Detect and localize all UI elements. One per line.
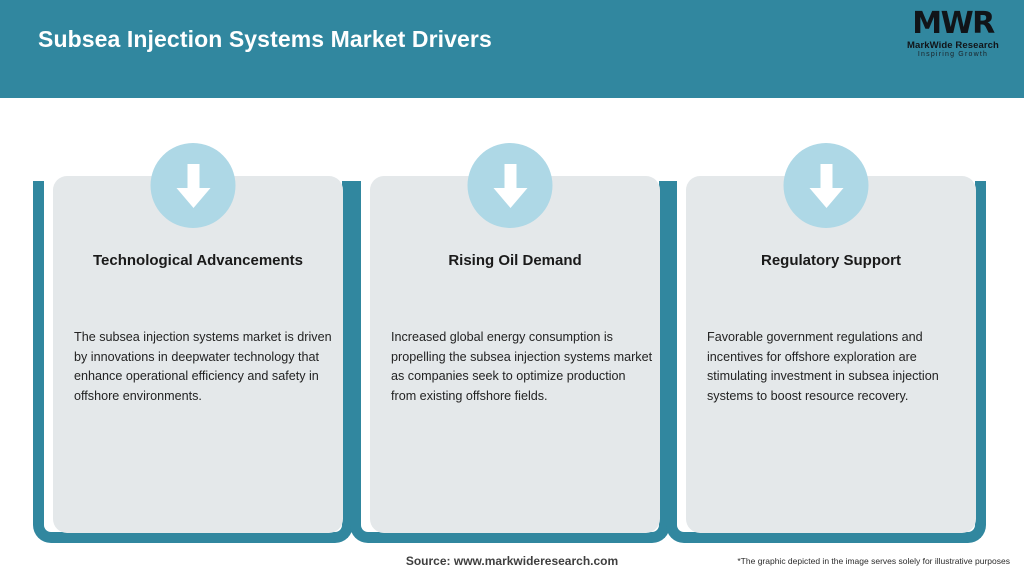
page-title: Subsea Injection Systems Market Drivers	[38, 26, 492, 52]
driver-card: Rising Oil Demand Increased global energ…	[350, 143, 670, 543]
header-band: Subsea Injection Systems Market Drivers …	[0, 0, 1024, 98]
down-arrow-icon	[467, 143, 553, 228]
card-body-text: The subsea injection systems market is d…	[74, 330, 332, 403]
card-body-text: Increased global energy consumption is p…	[391, 330, 653, 403]
card-frame-accent	[350, 181, 670, 543]
card-title: Technological Advancements	[92, 252, 304, 269]
logo-tagline: Inspiring Growth	[917, 51, 989, 58]
brand-logo: MWR MarkWide Research Inspiring Growth	[899, 9, 1007, 63]
disclaimer-note: *The graphic depicted in the image serve…	[737, 556, 1010, 566]
card-panel	[686, 176, 976, 533]
card-panel	[370, 176, 660, 533]
logo-company-name: MarkWide Research	[907, 40, 999, 51]
driver-cards-row: Technological Advancements The subsea in…	[0, 143, 1024, 543]
down-arrow-icon	[783, 143, 869, 228]
source-label: Source: www.markwideresearch.com	[405, 554, 619, 568]
driver-card: Technological Advancements The subsea in…	[33, 143, 353, 543]
logo-monogram: MWR	[912, 6, 995, 41]
card-title: Regulatory Support	[760, 252, 901, 269]
card-frame-accent	[33, 181, 353, 543]
card-body-text: Favorable government regulations and inc…	[707, 330, 939, 403]
down-arrow-icon	[150, 143, 236, 228]
card-title: Rising Oil Demand	[448, 252, 582, 269]
card-frame-accent	[666, 181, 986, 543]
card-panel	[53, 176, 343, 533]
driver-card: Regulatory Support Favorable government …	[666, 143, 986, 543]
